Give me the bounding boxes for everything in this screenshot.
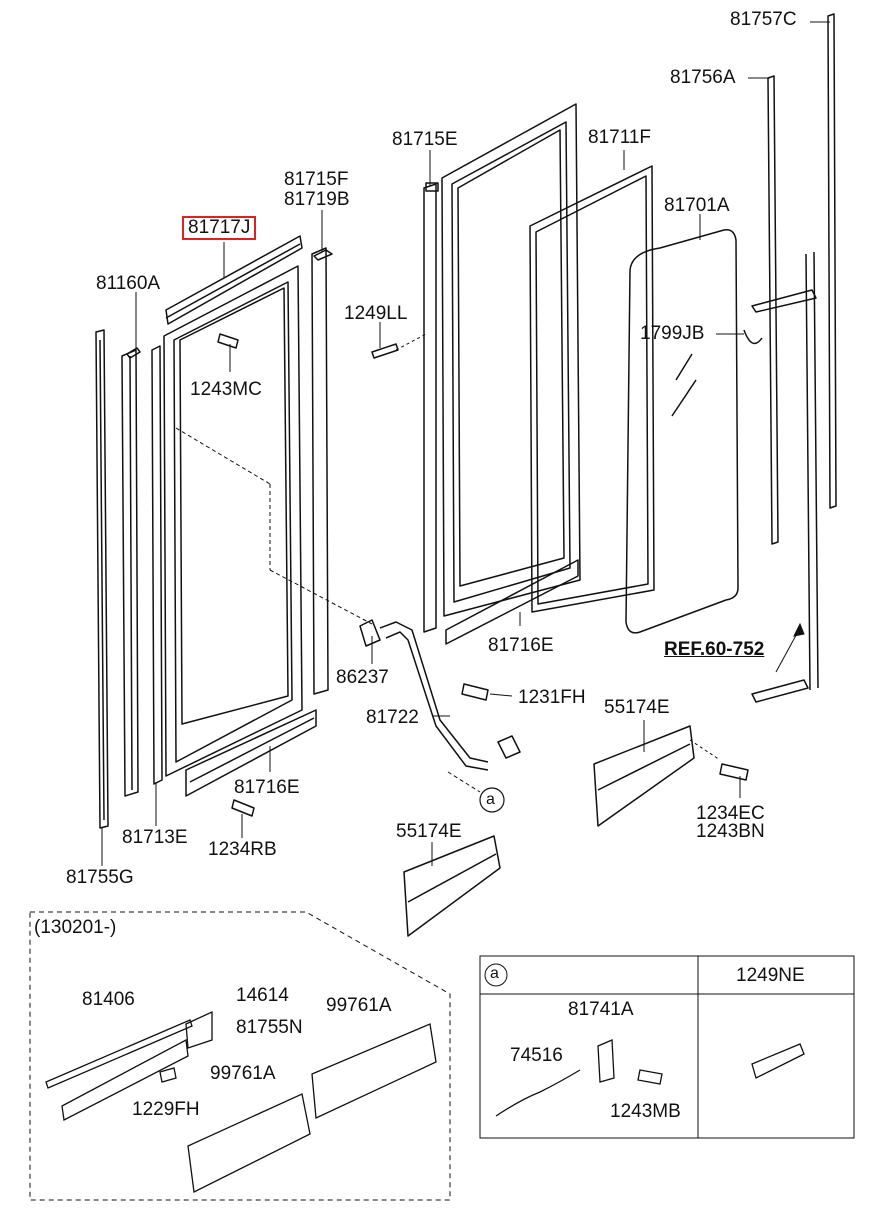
- part-99761a-upper: [311, 1023, 437, 1119]
- part-99761a-lower: [187, 1093, 311, 1193]
- part-74516-chain: [495, 1069, 581, 1117]
- part-1799jb-clip: [743, 329, 763, 345]
- table-header-1249ne: 1249NE: [736, 965, 805, 986]
- label-1243mb: 1243MB: [610, 1101, 681, 1122]
- label-81757c: 81757C: [730, 9, 797, 30]
- part-81716e-bracket-front: [185, 709, 317, 797]
- label-81715e: 81715E: [392, 129, 458, 150]
- part-81717j-rail: [165, 235, 303, 325]
- part-81755g-strip: [95, 329, 109, 829]
- label-81713e: 81713E: [122, 827, 188, 848]
- label-1243bn: 1243BN: [696, 821, 765, 842]
- label-81756a: 81756A: [670, 67, 736, 88]
- label-81715f: 81715F: [284, 169, 349, 190]
- bolt-1229fh: [159, 1067, 177, 1083]
- label-81160a: 81160A: [96, 273, 161, 294]
- label-81741a: 81741A: [568, 999, 634, 1020]
- inset-revision-box: [29, 911, 451, 1201]
- bolt-1243mb: [637, 1069, 663, 1085]
- label-1231fh: 1231FH: [518, 687, 586, 708]
- screw-1249ne: [751, 1043, 805, 1079]
- label-74516: 74516: [510, 1045, 563, 1066]
- label-1229fh: 1229FH: [132, 1099, 200, 1120]
- part-81406-rod: [45, 1019, 193, 1089]
- bolt-1234rb: [231, 799, 255, 817]
- part-81722-rod: [359, 619, 489, 771]
- part-81756a-strip: [767, 75, 779, 545]
- label-81701a: 81701A: [664, 195, 730, 216]
- label-99761a-upper: 99761A: [326, 995, 392, 1016]
- bolt-1234ec: [719, 763, 749, 781]
- label-81717j-highlighted: 81717J: [182, 216, 257, 240]
- part-86237-bracket: [497, 735, 521, 759]
- part-81755n-block: [185, 1010, 213, 1049]
- label-1249ll: 1249LL: [344, 303, 408, 324]
- label-99761a-lower: 99761A: [210, 1063, 276, 1084]
- label-81755g: 81755G: [66, 867, 134, 888]
- part-81406-rail: [61, 1038, 189, 1121]
- part-81701a-glass: [625, 228, 739, 634]
- label-81406: 81406: [82, 989, 135, 1010]
- bolt-1249ll: [371, 343, 399, 359]
- label-1799jb: 1799JB: [640, 323, 705, 344]
- part-handle-rod: [751, 251, 819, 703]
- part-81741a-bracket: [597, 1039, 615, 1083]
- label-81722: 81722: [366, 707, 419, 728]
- bolt-1243mc: [217, 333, 239, 349]
- inset-parts-table: [479, 955, 855, 1139]
- callout-circle-a: [479, 787, 505, 813]
- bolt-1231fh: [461, 683, 489, 701]
- label-55174e-lower: 55174E: [396, 821, 462, 842]
- label-81719b: 81719B: [284, 189, 350, 210]
- label-81755n: 81755N: [236, 1017, 303, 1038]
- part-door-frame-front: [163, 265, 303, 777]
- part-81757c-strip: [827, 13, 837, 509]
- label-81716e-rear: 81716E: [488, 635, 554, 656]
- label-86237: 86237: [336, 667, 389, 688]
- label-55174e-upper: 55174E: [604, 697, 670, 718]
- label-14614: 14614: [236, 985, 289, 1006]
- part-81716e-bracket-rear: [445, 559, 579, 645]
- part-55174e-bracket-lower: [403, 835, 501, 937]
- label-1234rb: 1234RB: [208, 839, 277, 860]
- inset-header: (130201-): [34, 917, 117, 938]
- table-cell-a: a: [490, 965, 499, 982]
- table-callout-a: [484, 963, 508, 987]
- part-81715e-vertical: [423, 182, 439, 633]
- part-55174e-bracket-upper: [593, 725, 695, 827]
- part-door-frame-rear: [441, 103, 581, 617]
- part-81711f-frame: [529, 165, 655, 613]
- label-1243mc: 1243MC: [190, 379, 262, 400]
- part-81715f-vertical: [311, 247, 333, 695]
- label-81711f: 81711F: [588, 127, 652, 148]
- part-81160a-strip: [121, 347, 141, 797]
- part-81713e-strip: [151, 345, 163, 785]
- label-81716e-front: 81716E: [234, 777, 300, 798]
- callout-a: a: [486, 791, 495, 808]
- label-1234ec: 1234EC: [696, 803, 765, 824]
- label-ref-60-752: REF.60-752: [664, 639, 765, 660]
